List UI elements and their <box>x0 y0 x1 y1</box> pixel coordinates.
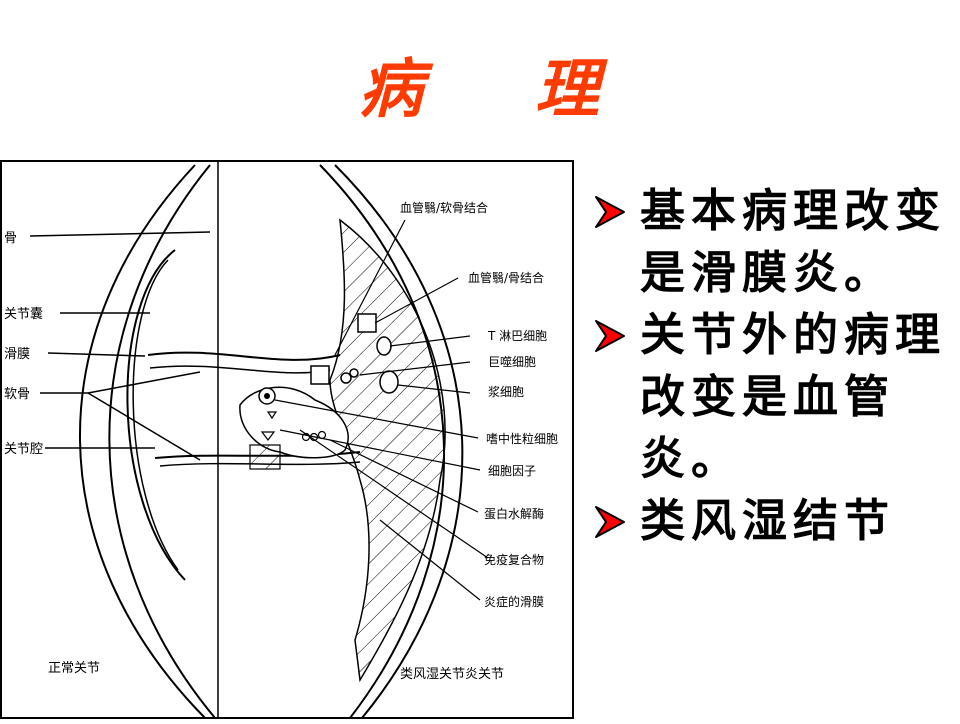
bullet-item: 基本病理改变 是滑膜炎。 <box>592 180 960 304</box>
bone-outline-right-inner <box>334 164 464 719</box>
pannus-box-2 <box>310 365 330 385</box>
title-char-1: 病 <box>359 52 425 127</box>
label-capsule: 关节囊 <box>4 306 43 322</box>
label-immune-complex: 免疫复合物 <box>484 552 544 567</box>
macrophage <box>340 372 352 384</box>
label-protease: 蛋白水解酶 <box>484 506 544 521</box>
label-cartilage: 软骨 <box>4 387 30 402</box>
label-cavity: 关节腔 <box>4 442 43 457</box>
label-t-cell: T 淋巴细胞 <box>487 329 547 343</box>
bone-outline-left-inner <box>108 164 216 719</box>
bullet-line: 是滑膜炎。 <box>640 246 896 299</box>
label-plasma: 浆细胞 <box>488 384 524 399</box>
label-synovium: 滑膜 <box>4 347 30 362</box>
arrow-bullet-icon <box>595 196 625 228</box>
label-inflamed-synovium: 炎症的滑膜 <box>484 594 544 609</box>
caption-normal: 正常关节 <box>48 661 100 676</box>
title-char-2: 理 <box>535 52 601 127</box>
caption-ra: 类风湿关节炎关节 <box>400 667 504 682</box>
arrow-bullet-icon <box>595 320 625 352</box>
bullet-list: 基本病理改变 是滑膜炎。 关节外的病理 改变是血管 炎。 类风湿结节 <box>592 180 960 552</box>
bullet-line: 类风湿结节 <box>640 494 896 547</box>
label-pannus-bone: 血管翳/骨结合 <box>468 270 544 285</box>
bone-outline-left-outer <box>79 164 206 719</box>
capsule-curve <box>126 249 186 581</box>
label-bone: 骨 <box>4 231 17 246</box>
label-pannus-cartilage: 血管翳/软骨结合 <box>400 200 488 215</box>
t-cell <box>376 336 392 356</box>
bullet-line: 基本病理改变 <box>640 184 947 237</box>
bullet-line: 炎。 <box>640 432 743 485</box>
label-cytokine: 细胞因子 <box>488 464 536 478</box>
label-macrophage: 巨噬细胞 <box>488 354 536 369</box>
upper-cartilage <box>147 351 341 361</box>
pannus-box-1 <box>357 313 377 333</box>
diagram-frame <box>0 160 574 719</box>
slide-title: 病理 <box>0 38 960 130</box>
arrow-bullet-icon <box>595 506 625 538</box>
inflamed-synovium-area <box>329 218 446 683</box>
bullet-line: 改变是血管 <box>640 370 896 423</box>
label-neutrophil: 嗜中性粒细胞 <box>486 431 558 446</box>
joint-diagram: 骨 关节囊 滑膜 软骨 关节腔 血管翳/软骨结合 血管翳/骨结合 T 淋巴细胞 … <box>0 160 575 720</box>
bullet-item: 类风湿结节 <box>592 490 960 552</box>
plasma-cell <box>379 370 399 394</box>
bullet-item: 关节外的病理 改变是血管 炎。 <box>592 304 960 490</box>
bullet-line: 关节外的病理 <box>640 308 947 361</box>
